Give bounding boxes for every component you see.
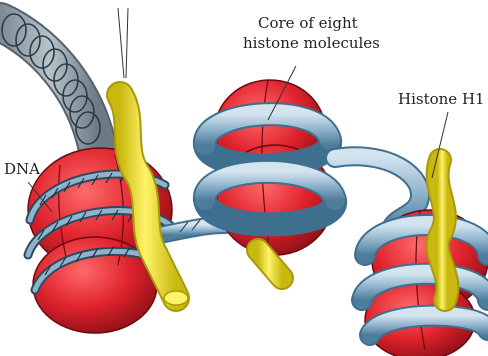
histone-h1-right (438, 160, 448, 300)
histone-h1-label: Histone H1 (398, 90, 485, 108)
nucleosome-right (362, 210, 488, 356)
core-label-line2: histone molecules (243, 34, 380, 52)
pointer-line-top (118, 8, 124, 78)
pointer-line-top-2 (126, 8, 128, 78)
coiled-fiber (0, 14, 100, 150)
dna-label: DNA (4, 160, 40, 178)
core-label-line1: Core of eight (258, 14, 358, 32)
nucleosome-middle (205, 80, 335, 255)
